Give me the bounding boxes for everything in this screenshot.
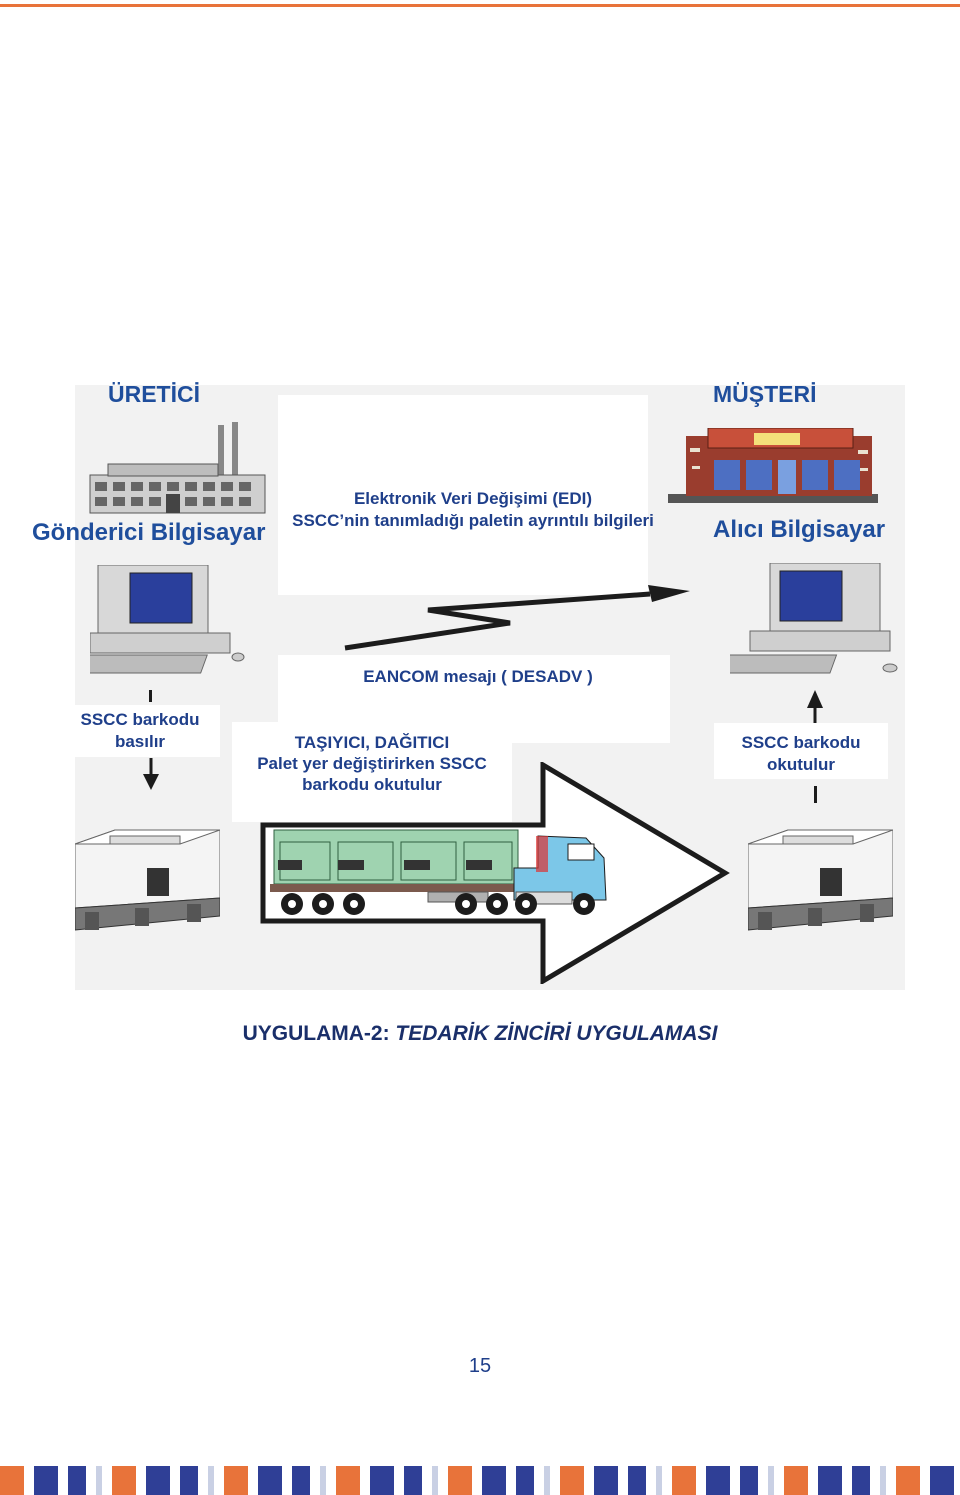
footer-stripe (404, 1466, 422, 1495)
footer-stripe (740, 1466, 758, 1495)
footer-stripe (224, 1466, 248, 1495)
footer-stripe (560, 1466, 584, 1495)
carrier-description-line2: barkodu okutulur (302, 775, 442, 794)
footer-stripe (258, 1466, 282, 1495)
footer-stripe (336, 1466, 360, 1495)
truck-icon (270, 829, 607, 915)
footer-stripe (146, 1466, 170, 1495)
carrier-description-line1: Palet yer değiştirirken SSCC (257, 754, 487, 773)
footer-stripe (784, 1466, 808, 1495)
edi-transfer-arrow (344, 585, 690, 651)
footer-stripe (320, 1466, 326, 1495)
sender-computer-icon (90, 565, 245, 674)
footer-stripe (112, 1466, 136, 1495)
left-pallet-icon (75, 829, 220, 931)
left-barcode-label-bg (74, 705, 220, 757)
left-barcode-label-line2: basılır (114, 732, 166, 751)
figure-caption: UYGULAMA-2: TEDARİK ZİNCİRİ UYGULAMASI (0, 1022, 960, 1046)
caption-title: TEDARİK ZİNCİRİ UYGULAMASI (395, 1022, 718, 1045)
carrier-title: TAŞIYICI, DAĞITICI (294, 733, 450, 752)
receiver-computer-label: Alıcı Bilgisayar (713, 516, 886, 543)
right-barcode-label-line2: okutulur (767, 755, 835, 774)
footer-stripe-pattern (0, 1466, 954, 1495)
footer-stripe (628, 1466, 646, 1495)
footer-stripe (208, 1466, 214, 1495)
footer-stripe (656, 1466, 662, 1495)
factory-icon (89, 422, 266, 514)
footer-stripe (516, 1466, 534, 1495)
footer-stripe (930, 1466, 954, 1495)
footer-stripe (292, 1466, 310, 1495)
footer-stripe (852, 1466, 870, 1495)
page-number: 15 (468, 1355, 492, 1377)
footer-stripe (448, 1466, 472, 1495)
left-barcode-label-line1: SSCC barkodu (80, 710, 200, 729)
footer-stripe (370, 1466, 394, 1495)
footer-stripe (68, 1466, 86, 1495)
edi-title: Elektronik Veri Değişimi (EDI) (353, 489, 593, 508)
footer-stripe (96, 1466, 102, 1495)
manufacturer-title: ÜRETİCİ (108, 381, 200, 407)
footer-stripe (818, 1466, 842, 1495)
footer-stripe (706, 1466, 730, 1495)
edi-label-panel (278, 395, 648, 595)
footer-stripe (544, 1466, 550, 1495)
footer-stripe (880, 1466, 886, 1495)
footer-stripe (180, 1466, 198, 1495)
right-barcode-label-line1: SSCC barkodu (741, 733, 861, 752)
carrier-label-panel (232, 722, 512, 822)
edi-description: SSCC’nin tanımladığı paletin ayrıntılı b… (292, 511, 654, 530)
right-pallet-icon (748, 829, 893, 931)
store-icon (668, 428, 878, 503)
footer-stripe (768, 1466, 774, 1495)
receiver-computer-icon (730, 563, 898, 674)
footer-stripe (432, 1466, 438, 1495)
eancom-message-label: EANCOM mesajı ( DESADV ) (363, 667, 593, 686)
sender-computer-label: Gönderici Bilgisayar (32, 519, 266, 546)
down-arrow-icon (143, 758, 159, 790)
footer-stripe (896, 1466, 920, 1495)
left-arrow-stem-top (149, 690, 152, 702)
footer-stripe (34, 1466, 58, 1495)
right-arrow-stem-bottom (814, 786, 817, 803)
footer-stripe (0, 1466, 24, 1495)
up-arrow-icon (807, 690, 823, 724)
top-accent-rule (0, 4, 960, 7)
footer-stripe (672, 1466, 696, 1495)
right-barcode-label-bg (714, 723, 888, 779)
footer-stripe (482, 1466, 506, 1495)
footer-stripe (594, 1466, 618, 1495)
caption-prefix: UYGULAMA-2: (242, 1022, 396, 1045)
customer-title: MÜŞTERİ (713, 381, 817, 407)
